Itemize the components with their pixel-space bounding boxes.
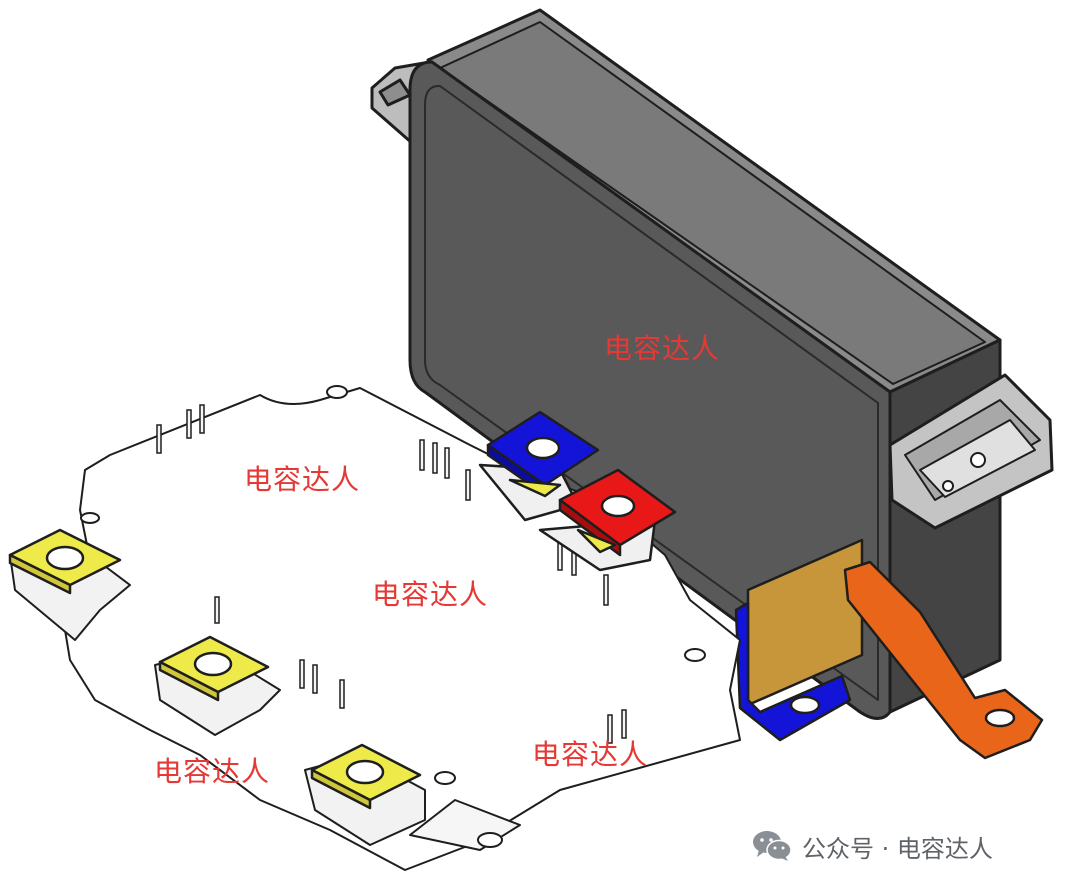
watermark-text: 电容达人 [604,332,721,365]
busbar-assembly [734,538,1044,760]
wechat-icon [753,831,792,861]
yellow-terminal-1 [8,528,122,595]
blue-terminal [478,410,600,522]
blue-busbar [734,601,852,742]
control-pins [156,404,627,744]
wechat-account-footer: 公众号 · 电容达人 [752,826,993,866]
yellow-terminal-2 [158,635,270,702]
red-terminal [538,468,677,572]
footer-label: 公众号 · 电容达人 [802,834,993,863]
yellow-terminal-3 [310,743,422,810]
watermark-text: 电容达人 [154,755,271,788]
watermark-text: 电容达人 [532,738,649,771]
orange-busbar [843,560,1044,760]
watermark-text: 电容达人 [244,463,361,496]
watermark-text: 电容达人 [372,578,489,611]
capacitor-housing [370,8,1054,720]
